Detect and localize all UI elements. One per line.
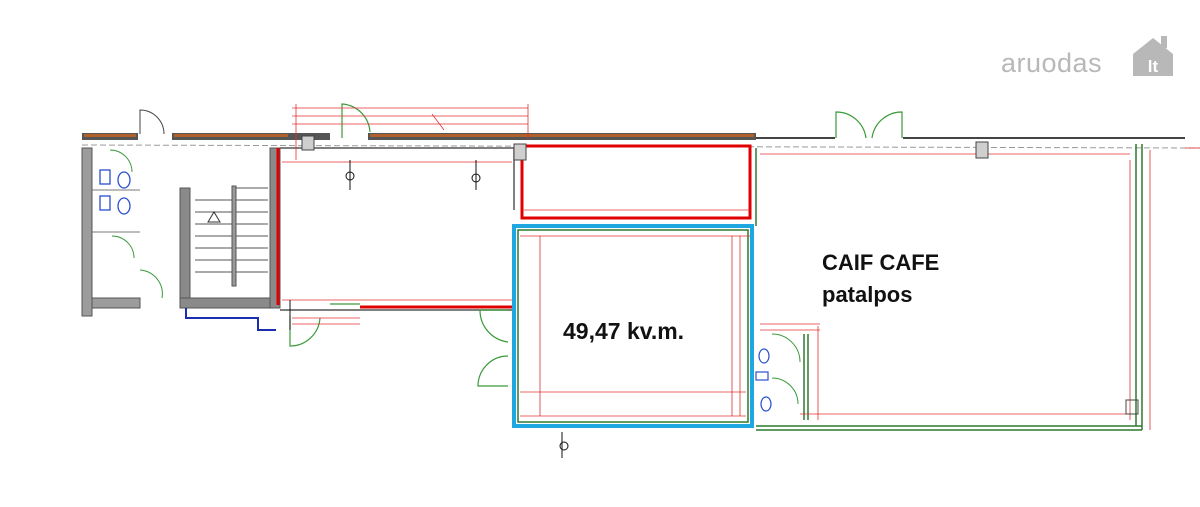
logo-text: aruodas — [1001, 48, 1103, 78]
cafe-title: CAIF CAFE — [822, 250, 940, 275]
dimension-lines — [282, 104, 1200, 430]
wc-doors — [771, 333, 801, 405]
red-unit-outline — [276, 144, 752, 309]
toilet-fixtures — [99, 169, 131, 215]
entrance-doors — [289, 103, 903, 387]
door-swing — [139, 109, 165, 135]
area-label: 49,47 kv.m. — [563, 318, 685, 344]
columns — [301, 135, 1139, 415]
blue-unit-outline — [512, 224, 754, 428]
aruodas-logo: aruodas lt — [1001, 22, 1191, 78]
toilet-block — [81, 147, 163, 317]
staircase — [179, 147, 281, 331]
house-icon: lt — [1133, 36, 1173, 76]
cafe-wc-fixtures — [755, 348, 772, 412]
red-unit-walls — [280, 147, 515, 311]
cafe-walls — [755, 144, 1143, 431]
logo-suffix: lt — [1148, 57, 1159, 76]
cafe-subtitle: patalpos — [822, 282, 913, 307]
axis-markers — [289, 160, 569, 458]
